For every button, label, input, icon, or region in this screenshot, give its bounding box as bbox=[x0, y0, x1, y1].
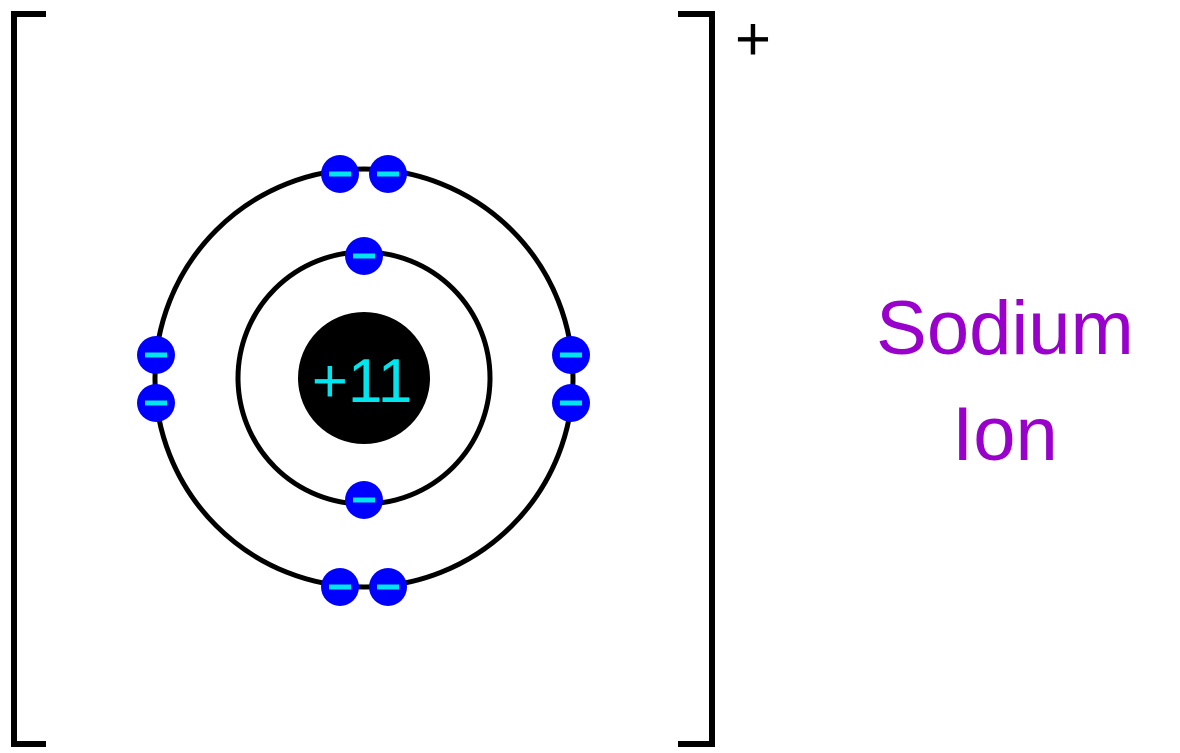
electron bbox=[369, 568, 407, 606]
electron bbox=[137, 384, 175, 422]
electron bbox=[345, 237, 383, 275]
electron bbox=[552, 336, 590, 374]
nucleus-charge-label: +11 bbox=[312, 347, 413, 416]
electron bbox=[137, 336, 175, 374]
right-bracket bbox=[678, 14, 712, 744]
ion-name-line1: Sodium bbox=[830, 276, 1180, 382]
electron bbox=[552, 384, 590, 422]
ion-name-label: Sodium Ion bbox=[830, 276, 1180, 488]
electron bbox=[345, 481, 383, 519]
left-bracket bbox=[14, 14, 46, 744]
electron bbox=[321, 568, 359, 606]
electron bbox=[321, 155, 359, 193]
electron bbox=[369, 155, 407, 193]
ion-charge-sign: + bbox=[735, 5, 771, 74]
ion-name-line2: Ion bbox=[830, 382, 1180, 488]
